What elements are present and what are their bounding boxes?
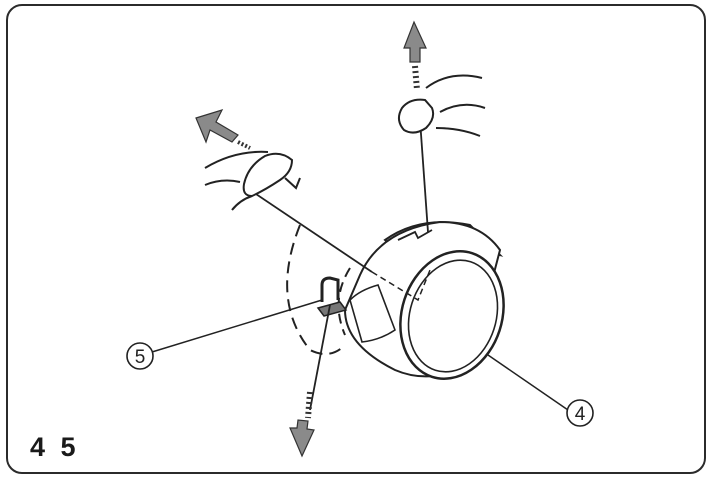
left-hand-icon [204, 150, 301, 211]
callout-4-label: 4 [575, 404, 586, 425]
pull-arrow-upleft-icon [195, 109, 251, 150]
rotation-arc-inner [337, 267, 351, 336]
callout-4-leader [487, 354, 569, 411]
callout-4: 4 [566, 399, 594, 427]
figure-frame [6, 4, 706, 474]
thread-line-down [309, 304, 331, 411]
thread-line-left [249, 189, 373, 273]
pull-arrow-down-icon [289, 391, 315, 458]
right-hand-icon [398, 74, 486, 137]
pull-arrow-up-icon [403, 20, 427, 91]
thread-guide-hook-icon [316, 276, 348, 317]
rotation-arc [286, 224, 346, 355]
callout-5-label: 5 [135, 347, 146, 368]
callout-5: 5 [126, 342, 154, 370]
figure-number: 4 5 [30, 432, 80, 462]
callout-5-leader [151, 299, 323, 353]
bobbin-case-icon [343, 220, 505, 380]
thread-line-top [419, 119, 429, 233]
